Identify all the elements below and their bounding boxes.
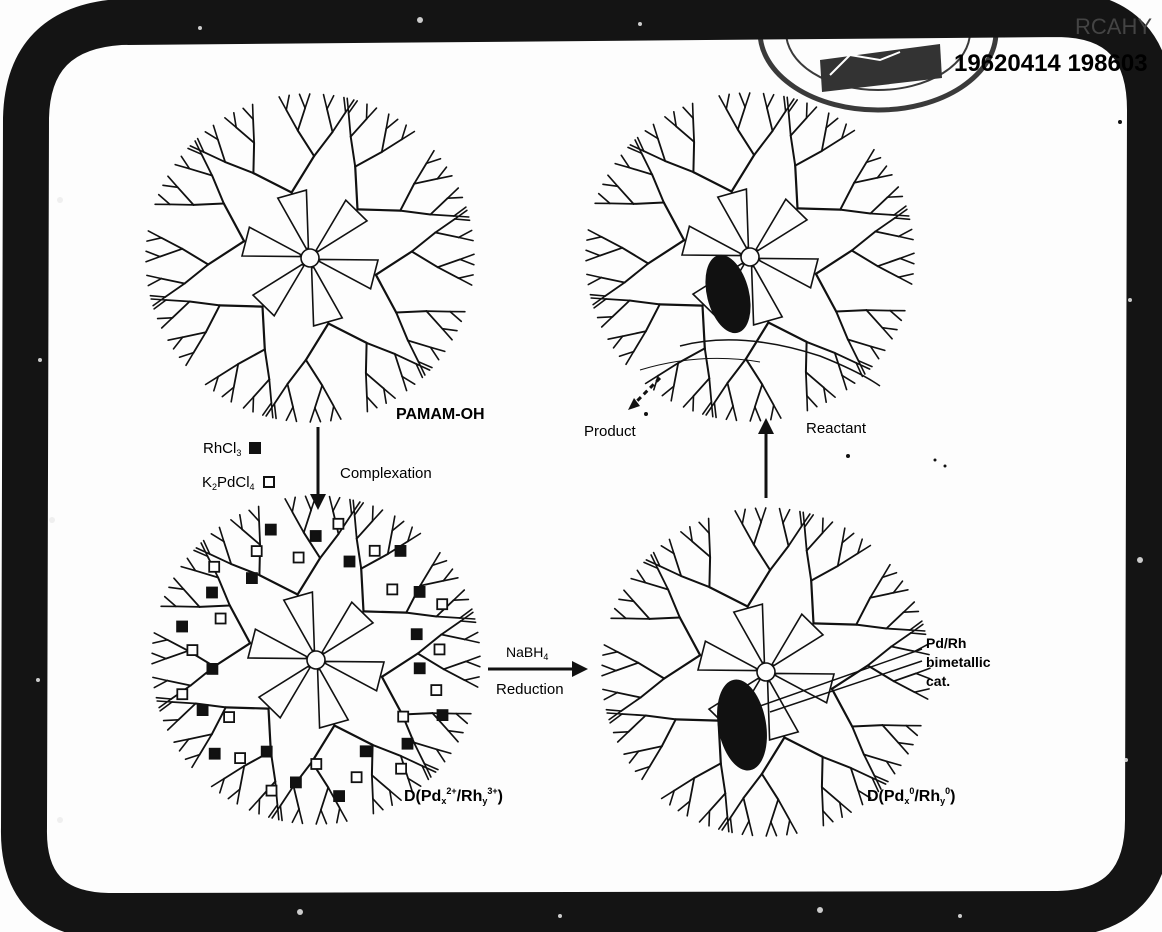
reduction-arrow [488,661,588,677]
filled-square-icon [249,442,261,454]
rh-ion-marker [415,587,425,597]
legend-k2pdcl4: K2PdCl4 [202,474,275,492]
dendrimer-metal-ion-complex [152,496,480,824]
label-complexation: Complexation [340,465,432,482]
rh-ion-marker [396,546,406,556]
rh-ion-marker [334,791,344,801]
pd-ion-marker [435,644,445,654]
label-nabh4: NaBH4 [506,644,548,662]
rh-ion-marker [361,746,371,756]
legend-rhcl3: RhCl3 [203,440,261,458]
label-catalyst: Pd/Rh bimetallic cat. [926,634,991,691]
rh-ion-marker [266,525,276,535]
pd-ion-marker [177,689,187,699]
dendrimer-pamam-oh [146,94,474,422]
label-product: Product [584,423,636,440]
rh-ion-marker [210,749,220,759]
pd-ion-marker [396,764,406,774]
complexation-arrow [310,427,326,510]
rh-ion-marker [345,557,355,567]
label-dendrimer-ion-complex: D(Pdx2+/Rhy3+) [404,786,503,806]
pd-ion-marker [398,712,408,722]
rh-ion-marker [412,629,422,639]
rh-ion-marker [247,573,257,583]
stamp-number: 19620414 198603 [954,50,1148,78]
pd-ion-marker [216,614,226,624]
rh-ion-marker [207,664,217,674]
pd-ion-marker [333,519,343,529]
pd-ion-marker [437,599,447,609]
nanoparticle-active [698,250,758,338]
rh-ion-marker [438,710,448,720]
rh-ion-marker [415,663,425,673]
pd-ion-marker [235,753,245,763]
pd-ion-marker [387,584,397,594]
pd-ion-marker [294,553,304,563]
open-square-icon [263,476,275,488]
rh-ion-marker [403,739,413,749]
rh-ion-marker [311,531,321,541]
pd-ion-marker [209,562,219,572]
label-dendrimer-metal: D(Pdx0/Rhy0) [867,786,956,806]
dendrimer-active-catalyst [586,93,914,421]
pd-ion-marker [311,759,321,769]
rh-ion-marker [207,588,217,598]
rh-ion-marker [177,622,187,632]
reactant-arrow [758,418,774,498]
pd-ion-marker [352,772,362,782]
pd-ion-marker [252,546,262,556]
pd-ion-marker [431,685,441,695]
label-pamam-oh: PAMAM-OH [396,406,485,424]
rh-ion-marker [198,705,208,715]
rh-ion-marker [262,747,272,757]
pd-ion-marker [267,786,277,796]
pd-ion-marker [187,645,197,655]
stamp-top-text: RCAHY [1075,14,1152,40]
label-reduction: Reduction [496,681,564,698]
slide-frame [24,14,1150,916]
pd-ion-marker [224,712,234,722]
label-reactant: Reactant [806,420,866,437]
rh-ion-marker [291,777,301,787]
pd-ion-marker [370,546,380,556]
